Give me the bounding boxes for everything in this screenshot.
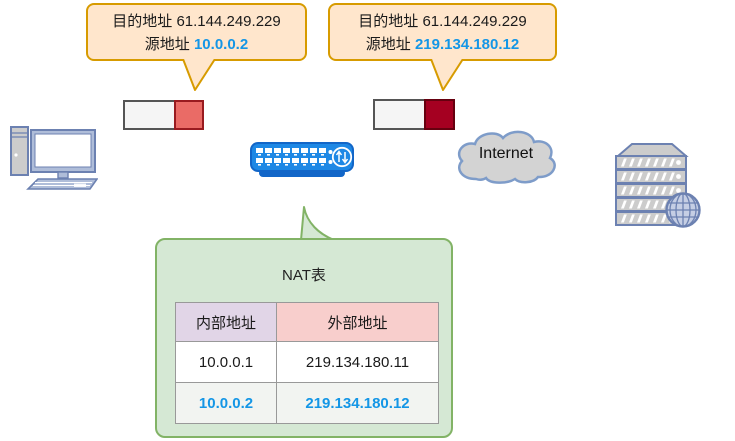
callout-wan-tail — [430, 59, 464, 91]
packet-lan — [123, 100, 204, 130]
callout-wan-line1: 目的地址 61.144.249.229 — [358, 13, 527, 30]
nat-row-0-internal: 10.0.0.1 — [175, 341, 277, 383]
packet-lan-header — [123, 100, 176, 130]
nat-row-1-internal: 10.0.0.2 — [175, 382, 277, 424]
callout-lan-packet: 目的地址 61.144.249.229 源地址 10.0.0.2 — [86, 3, 307, 61]
packet-wan-header — [373, 99, 426, 130]
web-server-rack-icon — [615, 143, 701, 228]
nat-panel-tail — [300, 206, 335, 240]
callout-lan-line2: 源地址 10.0.0.2 — [88, 33, 305, 56]
callout-lan-tail — [182, 59, 216, 91]
nat-row-1-external: 219.134.180.12 — [276, 382, 439, 424]
callout-wan-packet: 目的地址 61.144.249.229 源地址 219.134.180.12 — [328, 3, 557, 61]
internet-label: Internet — [478, 145, 534, 162]
packet-wan — [373, 99, 455, 130]
internet-cloud-icon — [457, 130, 556, 184]
nat-row-1: 10.0.0.2 219.134.180.12 — [175, 382, 439, 424]
nat-table-panel: NAT表 内部地址 外部地址 10.0.0.1 219.134.180.11 1… — [155, 238, 453, 438]
nat-header-internal: 内部地址 — [175, 302, 277, 342]
packet-lan-source-field — [174, 100, 204, 130]
callout-lan-src-value: 10.0.0.2 — [193, 36, 249, 53]
nat-row-0: 10.0.0.1 219.134.180.11 — [175, 341, 439, 383]
router-switch-icon — [250, 142, 354, 177]
packet-wan-source-field — [424, 99, 455, 130]
globe-icon — [665, 192, 701, 228]
nat-header-row: 内部地址 外部地址 — [175, 302, 439, 342]
nat-table: 内部地址 外部地址 10.0.0.1 219.134.180.11 10.0.0… — [175, 302, 439, 424]
bidirectional-arrows-icon — [331, 146, 353, 168]
callout-wan-line2: 源地址 219.134.180.12 — [330, 33, 555, 56]
nat-table-title: NAT表 — [282, 267, 326, 284]
callout-wan-src-label: 源地址 — [365, 36, 415, 53]
callout-wan-src-value: 219.134.180.12 — [414, 36, 520, 53]
nat-header-external: 外部地址 — [276, 302, 439, 342]
callout-lan-src-label: 源地址 — [144, 36, 194, 53]
nat-row-0-external: 219.134.180.11 — [276, 341, 439, 383]
callout-lan-line1: 目的地址 61.144.249.229 — [112, 13, 281, 30]
desktop-computer-icon — [10, 126, 98, 190]
